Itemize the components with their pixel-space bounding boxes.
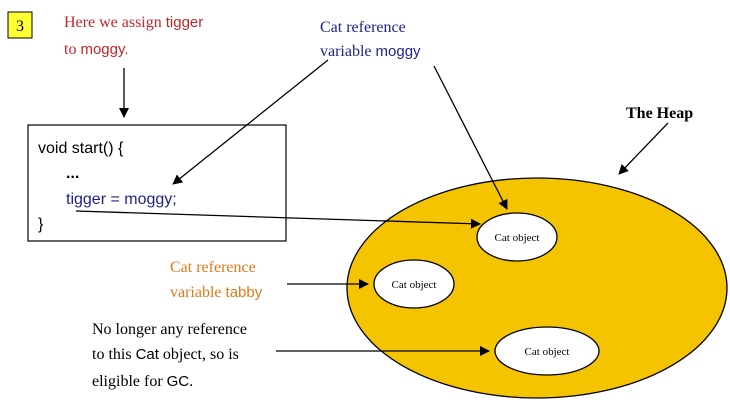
- moggy-callout: Cat reference variable moggy: [320, 19, 421, 60]
- code-line-3: tigger = moggy;: [66, 191, 177, 208]
- assign-callout-line2: to moggy.: [64, 41, 129, 58]
- code-line-2: ...: [66, 165, 79, 182]
- tabby-callout-line2: variable tabby: [170, 284, 263, 301]
- arrow-moggy-to-cat-object: [433, 65, 508, 210]
- gc-callout: No longer any reference to this Cat obje…: [92, 321, 247, 390]
- assign-callout: Here we assign tigger to moggy.: [64, 14, 203, 58]
- tabby-callout: Cat reference variable tabby: [170, 259, 263, 301]
- gc-callout-line2: to this Cat object, so is: [92, 346, 239, 363]
- arrow-tigger-to-cat-object: [75, 210, 481, 229]
- moggy-callout-line2: variable moggy: [320, 43, 421, 60]
- cat-object-middle: Cat object: [373, 259, 455, 309]
- arrow-heap-label-to-heap: [618, 122, 669, 175]
- cat-object-top-label: Cat object: [495, 232, 540, 244]
- cat-object-bottom-label: Cat object: [525, 346, 570, 358]
- arrow-moggy-to-code: [172, 59, 329, 185]
- code-line-4: }: [38, 216, 44, 233]
- step-badge: 3: [7, 11, 33, 39]
- gc-callout-line1: No longer any reference: [92, 321, 247, 338]
- cat-object-top: Cat object: [476, 212, 558, 262]
- heap-ellipse: [346, 177, 728, 399]
- code-line-1: void start() {: [38, 140, 124, 157]
- code-box: void start() { ... tigger = moggy; }: [27, 124, 287, 242]
- cat-object-bottom: Cat object: [494, 326, 600, 376]
- assign-callout-line1: Here we assign tigger: [64, 14, 203, 31]
- tabby-callout-line1: Cat reference: [170, 259, 256, 276]
- gc-callout-line3: eligible for GC.: [92, 373, 193, 390]
- step-badge-label: 3: [16, 18, 24, 35]
- cat-object-middle-label: Cat object: [392, 279, 437, 291]
- heap-label: The Heap: [626, 105, 693, 122]
- moggy-callout-line1: Cat reference: [320, 19, 406, 36]
